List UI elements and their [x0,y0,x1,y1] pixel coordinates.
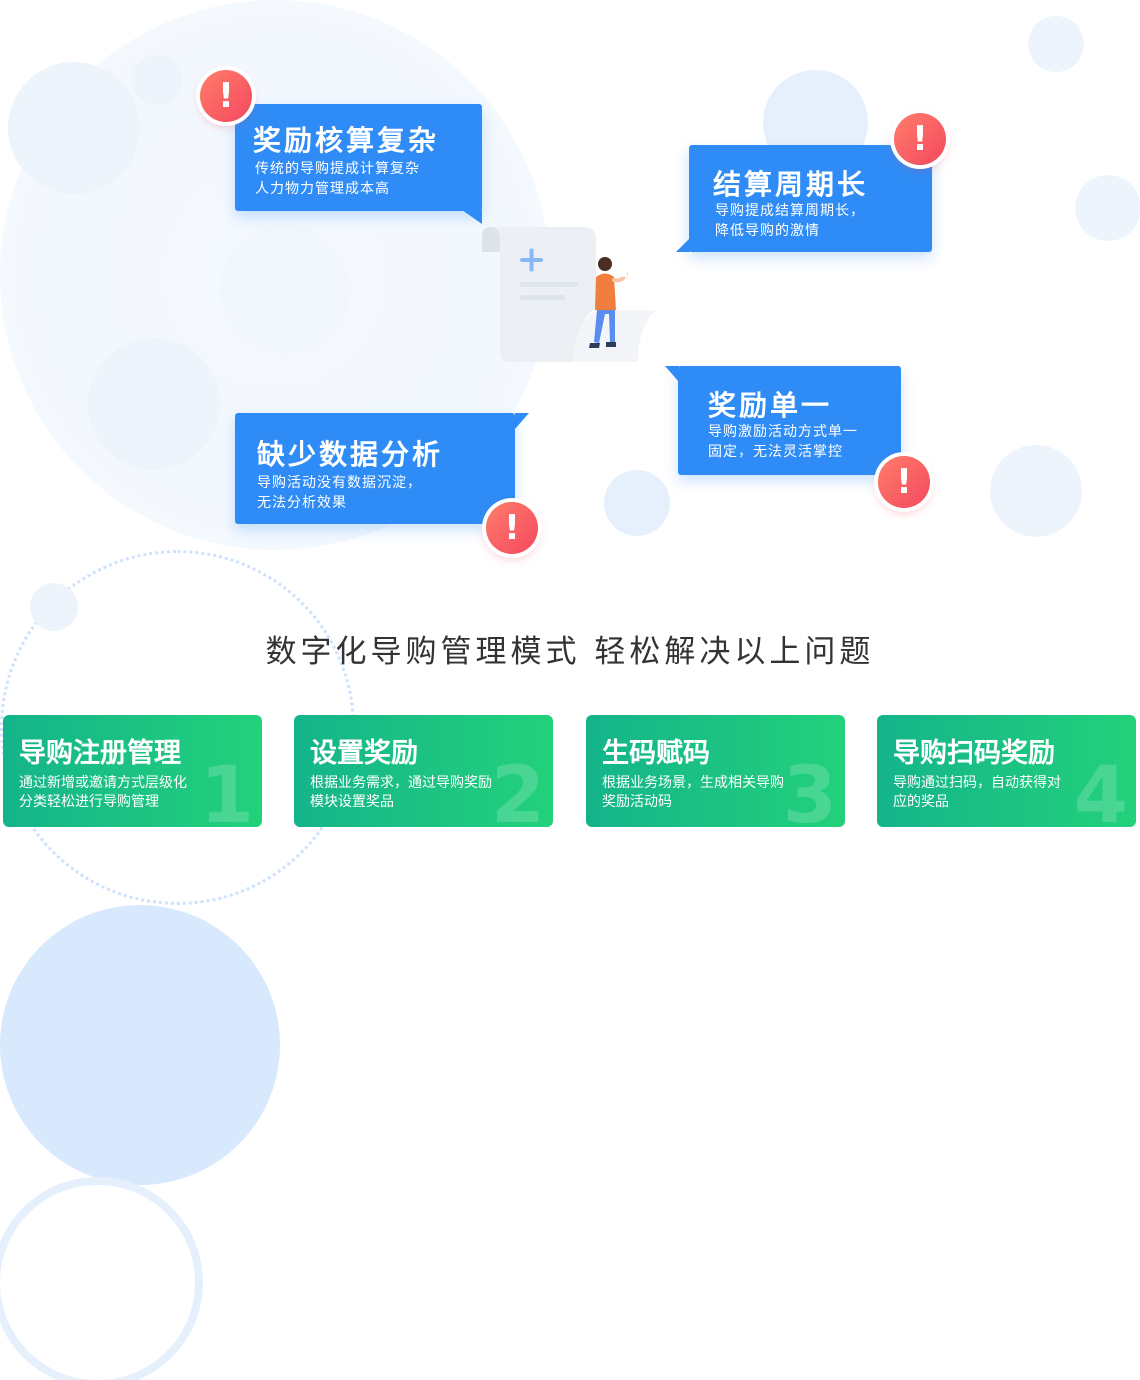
problem-card-desc: 导购提成结算周期长， 降低导购的激情 [715,201,865,241]
decor-bubble [88,338,220,470]
problem-card-desc-line: 无法分析效果 [257,495,347,511]
decor-bubble [1075,175,1140,241]
problem-card-title: 奖励单一 [708,389,833,422]
decor-bubble [132,55,182,105]
decor-bubble [1028,16,1084,72]
problem-card-desc: 传统的导购提成计算复杂 人力物力管理成本高 [255,159,420,199]
solution-headline: 数字化导购管理模式 轻松解决以上问题 [265,634,875,670]
document-person-illustration [482,227,656,362]
ring-inner [0,1185,195,1380]
feature-card-title: 生码赋码 [602,738,710,769]
exclamation-icon: ! [486,502,538,554]
card-tail [665,366,679,382]
problem-card-data-analysis: 缺少数据分析 导购活动没有数据沉淀， 无法分析效果 [235,413,515,524]
feature-card-desc-line: 根据业务需求，通过导购奖励 [310,775,492,791]
exclamation-glyph: ! [218,76,234,116]
feature-card-desc-line: 分类轻松进行导购管理 [19,794,159,810]
feature-card-desc-line: 通过新增或邀请方式层级化 [19,775,187,791]
feature-card-desc: 导购通过扫码，自动获得对 应的奖品 [893,774,1061,812]
card-tail [515,413,529,429]
problem-card-desc: 导购激励活动方式单一 固定，无法灵活掌控 [708,422,858,462]
feature-card-title: 导购注册管理 [19,738,181,769]
feature-card-scan-reward[interactable]: 导购扫码奖励 导购通过扫码，自动获得对 应的奖品 4 [877,715,1136,827]
decor-bubble [990,445,1082,537]
problem-card-single-reward: 奖励单一 导购激励活动方式单一 固定，无法灵活掌控 [678,366,901,475]
problem-card-title: 结算周期长 [713,168,869,201]
card-tail [676,238,690,252]
feature-card-desc: 根据业务场景，生成相关导购 奖励活动码 [602,774,784,812]
exclamation-glyph: ! [912,119,928,159]
feature-card-desc-line: 应的奖品 [893,794,949,810]
feature-card-desc-line: 奖励活动码 [602,794,672,810]
feature-card-number: 3 [782,751,837,827]
problem-card-desc-line: 导购提成结算周期长， [715,203,865,219]
exclamation-icon: ! [200,70,252,122]
card-tail [462,210,482,224]
problem-card-desc: 导购活动没有数据沉淀， 无法分析效果 [257,473,422,513]
feature-card-registration[interactable]: 导购注册管理 通过新增或邀请方式层级化 分类轻松进行导购管理 1 [3,715,262,827]
exclamation-icon: ! [878,456,930,508]
decor-bubble [8,62,140,194]
problem-card-title: 奖励核算复杂 [253,124,440,157]
feature-card-generate-code[interactable]: 生码赋码 根据业务场景，生成相关导购 奖励活动码 3 [586,715,845,827]
problem-card-desc-line: 固定，无法灵活掌控 [708,444,843,460]
feature-card-number: 2 [490,751,545,827]
exclamation-icon: ! [894,113,946,165]
exclamation-glyph: ! [896,462,912,502]
problem-card-desc-line: 降低导购的激情 [715,223,820,239]
feature-card-desc-line: 导购通过扫码，自动获得对 [893,775,1061,791]
feature-card-title: 设置奖励 [310,738,418,769]
exclamation-glyph: ! [504,508,520,548]
decor-bubble [30,583,78,631]
feature-card-number: 1 [199,751,254,827]
problem-card-desc-line: 导购激励活动方式单一 [708,424,858,440]
feature-card-title: 导购扫码奖励 [893,738,1055,769]
decor-bubble [604,470,670,536]
problem-card-settlement-cycle: 结算周期长 导购提成结算周期长， 降低导购的激情 [689,145,932,252]
feature-card-desc: 通过新增或邀请方式层级化 分类轻松进行导购管理 [19,774,187,812]
feature-card-number: 4 [1073,751,1128,827]
decor-bubble [220,225,350,355]
problem-card-desc-line: 传统的导购提成计算复杂 [255,161,420,177]
feature-card-desc-line: 根据业务场景，生成相关导购 [602,775,784,791]
feature-card-desc-line: 模块设置奖品 [310,794,394,810]
feature-card-set-reward[interactable]: 设置奖励 根据业务需求，通过导购奖励 模块设置奖品 2 [294,715,553,827]
problem-card-desc-line: 人力物力管理成本高 [255,181,390,197]
problem-card-title: 缺少数据分析 [257,438,444,471]
problem-card-desc-line: 导购活动没有数据沉淀， [257,475,422,491]
feature-card-desc: 根据业务需求，通过导购奖励 模块设置奖品 [310,774,492,812]
problem-card-reward-calculation: 奖励核算复杂 传统的导购提成计算复杂 人力物力管理成本高 [235,104,482,211]
ring-middle [0,905,280,1185]
